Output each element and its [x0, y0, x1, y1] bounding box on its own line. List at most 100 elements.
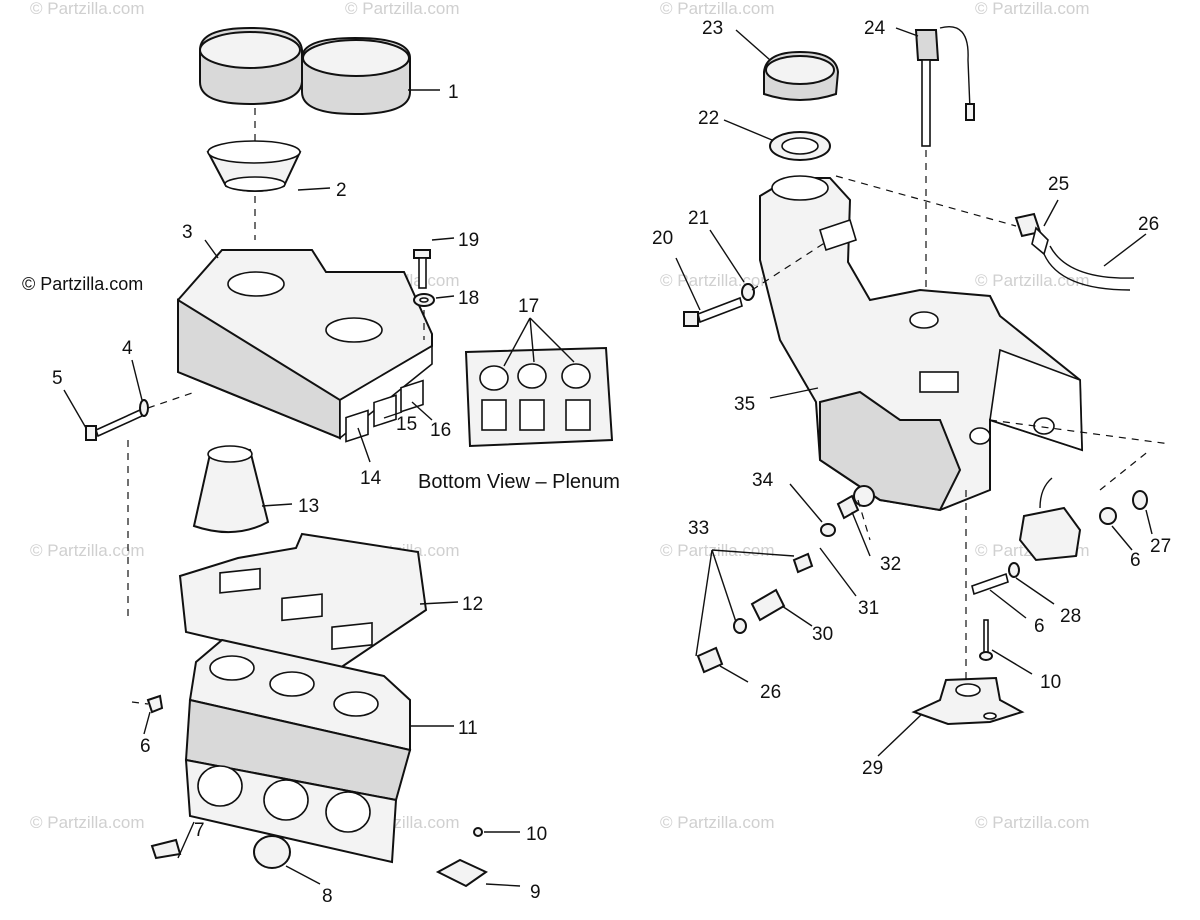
fuel-sender — [914, 26, 975, 147]
vent-fitting — [1014, 212, 1049, 256]
clip-7 — [150, 838, 182, 860]
leader-line — [781, 605, 813, 627]
leader-line — [789, 483, 823, 523]
tank-bolt — [683, 283, 755, 327]
watermark: © Partzilla.com — [30, 813, 145, 832]
callout-5: 5 — [52, 368, 63, 389]
leader-line — [735, 29, 771, 61]
bracket-9 — [435, 858, 488, 888]
centerline — [751, 241, 827, 291]
leader-line — [819, 547, 857, 597]
watermark: © Partzilla.com — [975, 271, 1090, 290]
callout-19: 19 — [458, 230, 479, 251]
callout-32: 32 — [880, 554, 901, 575]
callout-34: 34 — [752, 470, 774, 491]
watermark: © Partzilla.com — [975, 0, 1090, 18]
leader-line — [485, 883, 521, 887]
callout-12: 12 — [462, 594, 483, 615]
leader-line — [991, 649, 1033, 675]
clip-6 — [146, 694, 164, 714]
callout-29: 29 — [862, 758, 883, 779]
callout-15: 15 — [396, 414, 417, 435]
leader-line — [769, 387, 819, 399]
callout-26: 26 — [1138, 214, 1159, 235]
leader-line — [1043, 199, 1059, 227]
callout-28: 28 — [1060, 606, 1081, 627]
callout-27: 27 — [1150, 536, 1171, 557]
fuel-tank — [759, 175, 1084, 512]
leader-line — [357, 427, 371, 463]
fuel-cap — [763, 50, 840, 101]
centerline — [857, 499, 871, 541]
callout-25: 25 — [1048, 174, 1069, 195]
leader-line — [711, 549, 795, 557]
callout-2: 2 — [336, 180, 347, 201]
centerline — [835, 175, 1017, 227]
callout-9: 9 — [530, 882, 541, 903]
callout-13: 13 — [298, 496, 319, 517]
bottom-view-plenum — [464, 346, 614, 448]
carburetor-adapter — [184, 638, 412, 864]
callout-31: 31 — [858, 598, 879, 619]
leader-line — [709, 229, 745, 283]
bolt-and-washer — [85, 399, 149, 441]
vent-hose — [1049, 245, 1135, 279]
callout-3: 3 — [182, 222, 193, 243]
bellmouth-ring — [206, 140, 302, 192]
leader-line — [431, 237, 455, 241]
watermark: © Partzilla.com — [660, 0, 775, 18]
leader-line — [1111, 525, 1133, 551]
callout-26: 26 — [760, 682, 781, 703]
intake-boot — [192, 445, 270, 534]
leader-line — [131, 359, 143, 401]
callout-20: 20 — [652, 228, 673, 249]
callout-33: 33 — [688, 518, 709, 539]
callout-11: 11 — [458, 718, 478, 739]
leader-line — [529, 317, 575, 363]
leader-line — [1103, 233, 1147, 267]
plenum-gasket — [178, 532, 428, 670]
leader-line — [877, 713, 923, 757]
screw-and-washer — [413, 249, 435, 307]
leader-line — [895, 27, 919, 37]
callout-14: 14 — [360, 468, 382, 489]
callout-10: 10 — [526, 824, 547, 845]
leader-line — [711, 549, 737, 623]
leader-line — [435, 295, 455, 299]
clamp-8 — [253, 835, 291, 869]
callout-22: 22 — [698, 108, 719, 129]
callout-16: 16 — [430, 420, 451, 441]
centerline — [1099, 449, 1151, 491]
callout-17: 17 — [518, 296, 539, 317]
plenum-box — [177, 249, 433, 443]
pin-10 — [473, 827, 483, 837]
leader-line — [411, 401, 433, 421]
leader-line — [989, 589, 1027, 619]
callout-1: 1 — [448, 82, 459, 103]
callout-10: 10 — [1040, 672, 1061, 693]
leader-line — [719, 665, 749, 683]
bottom-view-caption: Bottom View – Plenum — [418, 471, 620, 493]
centerline — [989, 419, 1171, 445]
callout-6: 6 — [1034, 616, 1045, 637]
leader-line — [143, 711, 151, 735]
leader-line — [177, 821, 195, 859]
air-filter-foam — [199, 26, 411, 116]
centerline — [131, 701, 149, 705]
leader-line — [1145, 509, 1153, 535]
callout-4: 4 — [122, 338, 133, 359]
leader-line — [419, 601, 459, 605]
leader-line — [285, 865, 321, 885]
callout-18: 18 — [458, 288, 479, 309]
leader-line — [529, 317, 535, 363]
callout-21: 21 — [688, 208, 709, 229]
leader-line — [695, 549, 713, 657]
tank-pin — [979, 619, 993, 661]
leader-line — [851, 511, 871, 557]
callout-30: 30 — [812, 624, 833, 645]
callout-23: 23 — [702, 18, 723, 39]
watermark: © Partzilla.com — [345, 0, 460, 18]
leader-line — [297, 187, 331, 191]
fuel-petcock — [971, 477, 1148, 596]
